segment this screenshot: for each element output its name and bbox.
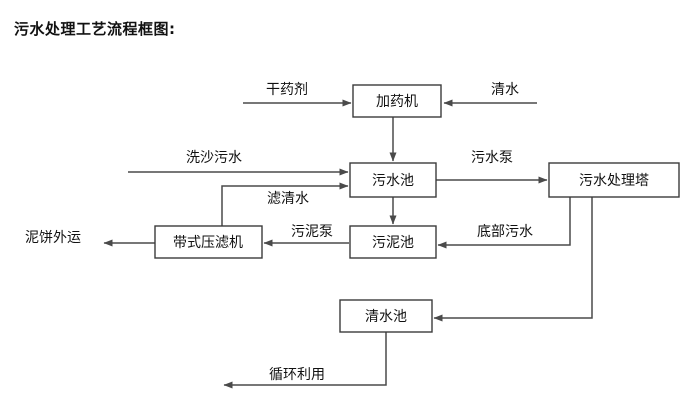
node-wastewater-tower[interactable]: 污水处理塔 bbox=[548, 162, 680, 198]
edge-label-dry-chemical: 干药剂 bbox=[266, 82, 308, 98]
node-box-sludge-pond bbox=[349, 225, 437, 259]
edge-clear-water-pond-to-recycle bbox=[223, 332, 387, 389]
node-label-wastewater-tower: 污水处理塔 bbox=[579, 173, 649, 189]
edge-label-sludge-pump: 污泥泵 bbox=[291, 224, 333, 240]
edge-label-filtered-clear-water: 滤清水 bbox=[267, 191, 309, 207]
node-belt-filter-press[interactable]: 带式压滤机 bbox=[154, 225, 263, 259]
node-box-clear-water-pond bbox=[339, 299, 433, 333]
edge-label-wastewater-pump: 污水泵 bbox=[471, 150, 513, 166]
node-box-wastewater-tower bbox=[548, 162, 680, 198]
node-label-sludge-pond: 污泥池 bbox=[372, 235, 414, 251]
node-label-clear-water-pond: 清水池 bbox=[365, 309, 407, 325]
edge-filtered-clear-water-to-wastewater-pond bbox=[221, 182, 349, 226]
node-label-wastewater-pond: 污水池 bbox=[372, 173, 414, 189]
node-label-dosing-machine: 加药机 bbox=[376, 94, 418, 110]
page-title: 污水处理工艺流程框图: bbox=[14, 20, 176, 38]
node-sludge-pond[interactable]: 污泥池 bbox=[349, 225, 437, 259]
edge-label-sand-wash-wastewater: 洗沙污水 bbox=[186, 150, 242, 166]
edge-tower-to-clear-water-pond bbox=[433, 197, 593, 322]
edge-label-recycle-reuse: 循环利用 bbox=[269, 367, 325, 383]
node-label-belt-filter-press: 带式压滤机 bbox=[173, 235, 243, 251]
node-clear-water-pond[interactable]: 清水池 bbox=[339, 299, 433, 333]
node-box-belt-filter-press bbox=[154, 225, 263, 259]
node-box-wastewater-pond bbox=[349, 162, 437, 198]
node-wastewater-pond[interactable]: 污水池 bbox=[349, 162, 437, 198]
edge-label-mud-cake-transport: 泥饼外运 bbox=[25, 230, 81, 246]
edge-tower-bottom-wastewater-to-sludge-pond bbox=[437, 197, 571, 249]
edge-label-bottom-wastewater: 底部污水 bbox=[477, 224, 533, 240]
edge-label-clean-water: 清水 bbox=[491, 82, 519, 98]
node-dosing-machine[interactable]: 加药机 bbox=[352, 84, 442, 118]
node-box-dosing-machine bbox=[352, 84, 442, 118]
